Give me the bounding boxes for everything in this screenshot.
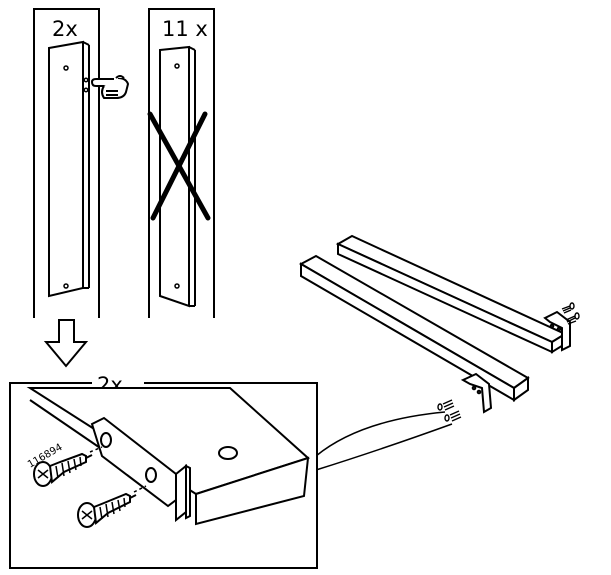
down-arrow-icon [43,319,89,368]
correct-part-panel: 2x [33,8,130,368]
front-rail [298,254,530,402]
assembled-rails [298,234,580,422]
screw-top-icon [33,446,103,487]
callout-lines [315,411,453,471]
back-bracket [543,310,571,352]
wrong-part-panel: 11 x [147,8,215,318]
detail-box: 2x 116894 [9,373,318,569]
small-screws-front [437,399,462,422]
pointing-hand-icon [90,75,130,99]
small-screws-back [561,302,580,325]
detail-rail-and-bracket [26,387,310,526]
back-rail [335,234,568,354]
wrong-board [159,45,196,308]
cross-out-icon [147,111,211,221]
correct-board [48,40,90,298]
front-bracket [460,372,493,414]
correct-count-label: 2x [52,17,78,41]
screw-bottom-icon [77,485,147,528]
wrong-count-label: 11 x [162,17,208,41]
